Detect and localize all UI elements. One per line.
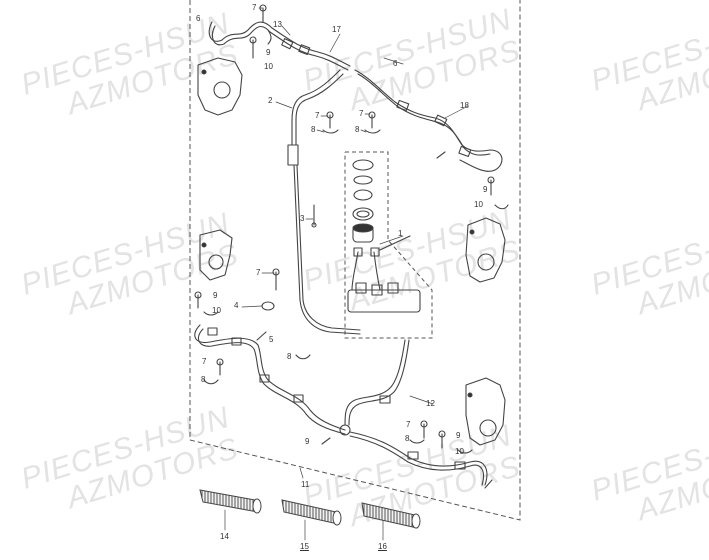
callout-1: 1 [398,229,403,238]
callout-7: 7 [359,109,364,118]
callout-12: 12 [426,399,435,408]
callout-6: 6 [196,14,201,23]
brake-caliper-rear-right [465,377,506,446]
callout-8: 8 [311,125,316,134]
callout-leaders [224,7,469,541]
brake-line-2 [287,69,361,335]
callout-14: 14 [220,532,229,541]
brake-hose-lower-left [194,324,346,435]
callout-9: 9 [266,48,271,57]
callout-7: 7 [202,357,207,366]
hose-guide-4 [261,301,275,311]
callout-16: 16 [378,542,387,551]
callout-10: 10 [212,306,221,315]
brake-hose-12 [344,339,410,426]
callout-8: 8 [287,352,292,361]
callout-8: 8 [201,375,206,384]
callout-10: 10 [264,62,273,71]
callout-18: 18 [460,101,469,110]
brake-hose-lower-right [349,431,488,486]
callout-9: 9 [483,185,488,194]
callout-7: 7 [252,3,257,12]
master-cylinder [347,159,421,313]
brake-caliper-rear-left [199,229,233,281]
brake-caliper-front-left [197,57,243,116]
master-cylinder-frame [344,151,433,339]
callout-5: 5 [269,335,274,344]
callout-9: 9 [213,291,218,300]
tee-fitting [339,424,351,436]
callout-11: 11 [301,480,310,489]
callout-8: 8 [355,125,360,134]
brake-hose-17 [208,21,351,71]
callout-3: 3 [300,214,305,223]
callout-9: 9 [305,437,310,446]
callout-10: 10 [455,447,464,456]
protective-sleeve-14 [199,489,262,514]
callout-6: 6 [393,59,398,68]
assembly-frame [189,0,521,521]
callout-10: 10 [474,200,483,209]
callout-9: 9 [456,431,461,440]
callout-17: 17 [332,25,341,34]
banjo-bolts [194,4,495,489]
callout-7: 7 [315,111,320,120]
brake-hose-18 [354,69,503,172]
callout-7: 7 [256,268,261,277]
protective-sleeve-15 [281,499,342,526]
callout-8: 8 [405,434,410,443]
callout-7: 7 [406,420,411,429]
brake-caliper-front-right [465,217,506,283]
protective-sleeve-16 [361,502,421,529]
callout-15: 15 [300,542,309,551]
callout-13: 13 [273,20,282,29]
callout-2: 2 [268,96,273,105]
callout-4: 4 [234,301,239,310]
